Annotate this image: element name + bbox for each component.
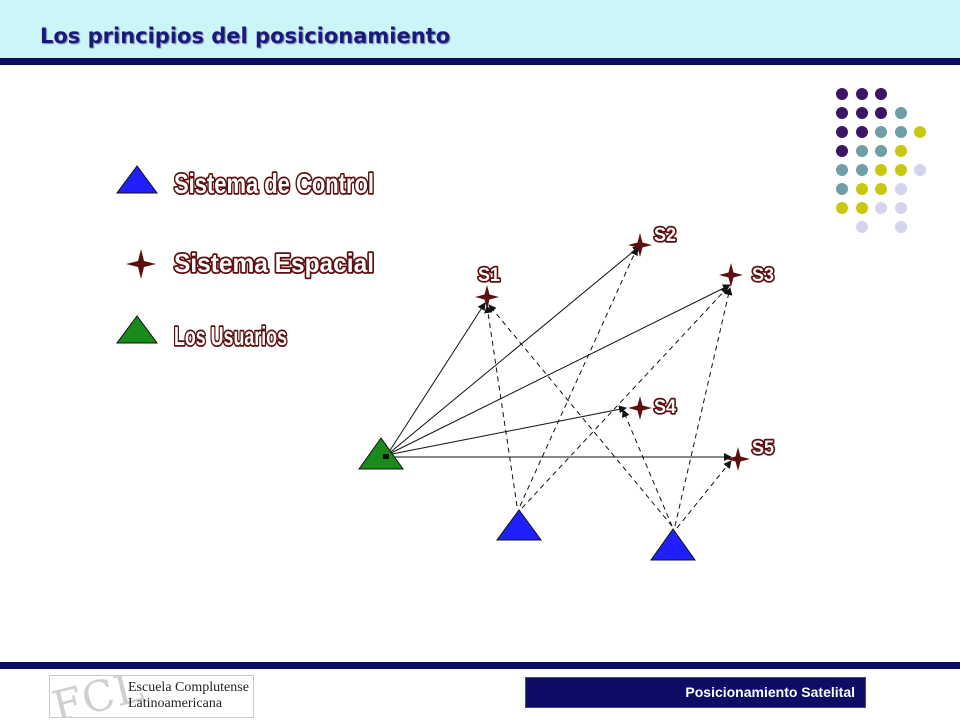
dot: [914, 126, 926, 138]
satellite-label-s4: S4: [654, 397, 676, 418]
dot: [836, 107, 848, 119]
legend-label-users: Los Usuarios: [174, 321, 287, 351]
dot: [836, 126, 848, 138]
dot: [856, 88, 868, 100]
control-station-2-triangle-icon: [650, 528, 696, 561]
dot: [914, 164, 926, 176]
user-to-satellite-lines: [386, 245, 732, 461]
satellite-label-s5: S5: [752, 438, 774, 459]
space-legend-star-icon: [126, 249, 156, 279]
dot: [875, 145, 887, 157]
dot: [856, 107, 868, 119]
dot: [836, 202, 848, 214]
satellite-s5-star-icon: [726, 447, 750, 471]
line-control1-s1: [484, 305, 518, 507]
dot: [856, 126, 868, 138]
control-to-satellite-lines: [484, 247, 733, 529]
legend-label-control: Sistema de Control: [174, 168, 374, 199]
logo-line-2: Latinoamericana: [128, 696, 223, 711]
dot: [836, 164, 848, 176]
satellite-s1-star-icon: [475, 285, 499, 309]
line-control2-s4: [622, 409, 673, 527]
footer-rule: [0, 662, 960, 669]
control-legend-triangle-icon: [116, 165, 158, 194]
dot: [856, 202, 868, 214]
dot: [875, 126, 887, 138]
line-user-s4: [386, 405, 627, 456]
page-title: Los principios del posicionamiento: [40, 24, 451, 48]
dot: [875, 88, 887, 100]
satellite-label-s1: S1: [478, 265, 500, 286]
line-user-s3: [386, 284, 731, 456]
satellite-s3-star-icon: [719, 263, 743, 287]
line-control2-s5: [676, 460, 732, 529]
dot: [856, 221, 868, 233]
logo-text: Escuela Complutense Latinoamericana: [128, 680, 249, 712]
header-rule: [0, 58, 960, 65]
dot: [875, 164, 887, 176]
line-control1-s2: [519, 247, 638, 507]
school-logo: FCL Escuela Complutense Latinoamericana: [49, 675, 254, 718]
dot: [836, 183, 848, 195]
dot: [875, 107, 887, 119]
line-control2-s3: [674, 287, 733, 527]
dot: [895, 183, 907, 195]
dot: [895, 145, 907, 157]
dot: [875, 183, 887, 195]
dot: [895, 202, 907, 214]
users-legend-triangle-icon: [116, 315, 158, 344]
satellite-s4-star-icon: [628, 396, 652, 420]
satellite-label-s3: S3: [752, 265, 774, 286]
dot: [895, 107, 907, 119]
satellite-label-s2: S2: [654, 225, 676, 246]
line-control1-s3: [521, 286, 729, 509]
footer-badge: Posicionamiento Satelital: [525, 677, 866, 708]
footer-badge-text: Posicionamiento Satelital: [685, 684, 855, 700]
dot: [895, 164, 907, 176]
legend-label-space: Sistema Espacial: [174, 248, 374, 278]
logo-line-1: Escuela Complutense: [128, 680, 249, 695]
dot: [836, 88, 848, 100]
dot: [895, 221, 907, 233]
dot: [836, 145, 848, 157]
decorative-dot-grid: [836, 88, 926, 233]
satellite-s2-star-icon: [628, 233, 652, 257]
dot: [856, 145, 868, 157]
line-user-s2: [386, 245, 641, 456]
header-bar: Los principios del posicionamiento: [0, 0, 960, 58]
user-receiver-triangle-icon: [358, 437, 404, 470]
user-receiver-dot: [383, 454, 389, 459]
dot: [875, 202, 887, 214]
dot: [856, 164, 868, 176]
line-user-s1: [386, 302, 486, 456]
dot: [856, 183, 868, 195]
control-station-1-triangle-icon: [496, 509, 542, 541]
dot: [895, 126, 907, 138]
line-control2-s1: [488, 304, 673, 527]
